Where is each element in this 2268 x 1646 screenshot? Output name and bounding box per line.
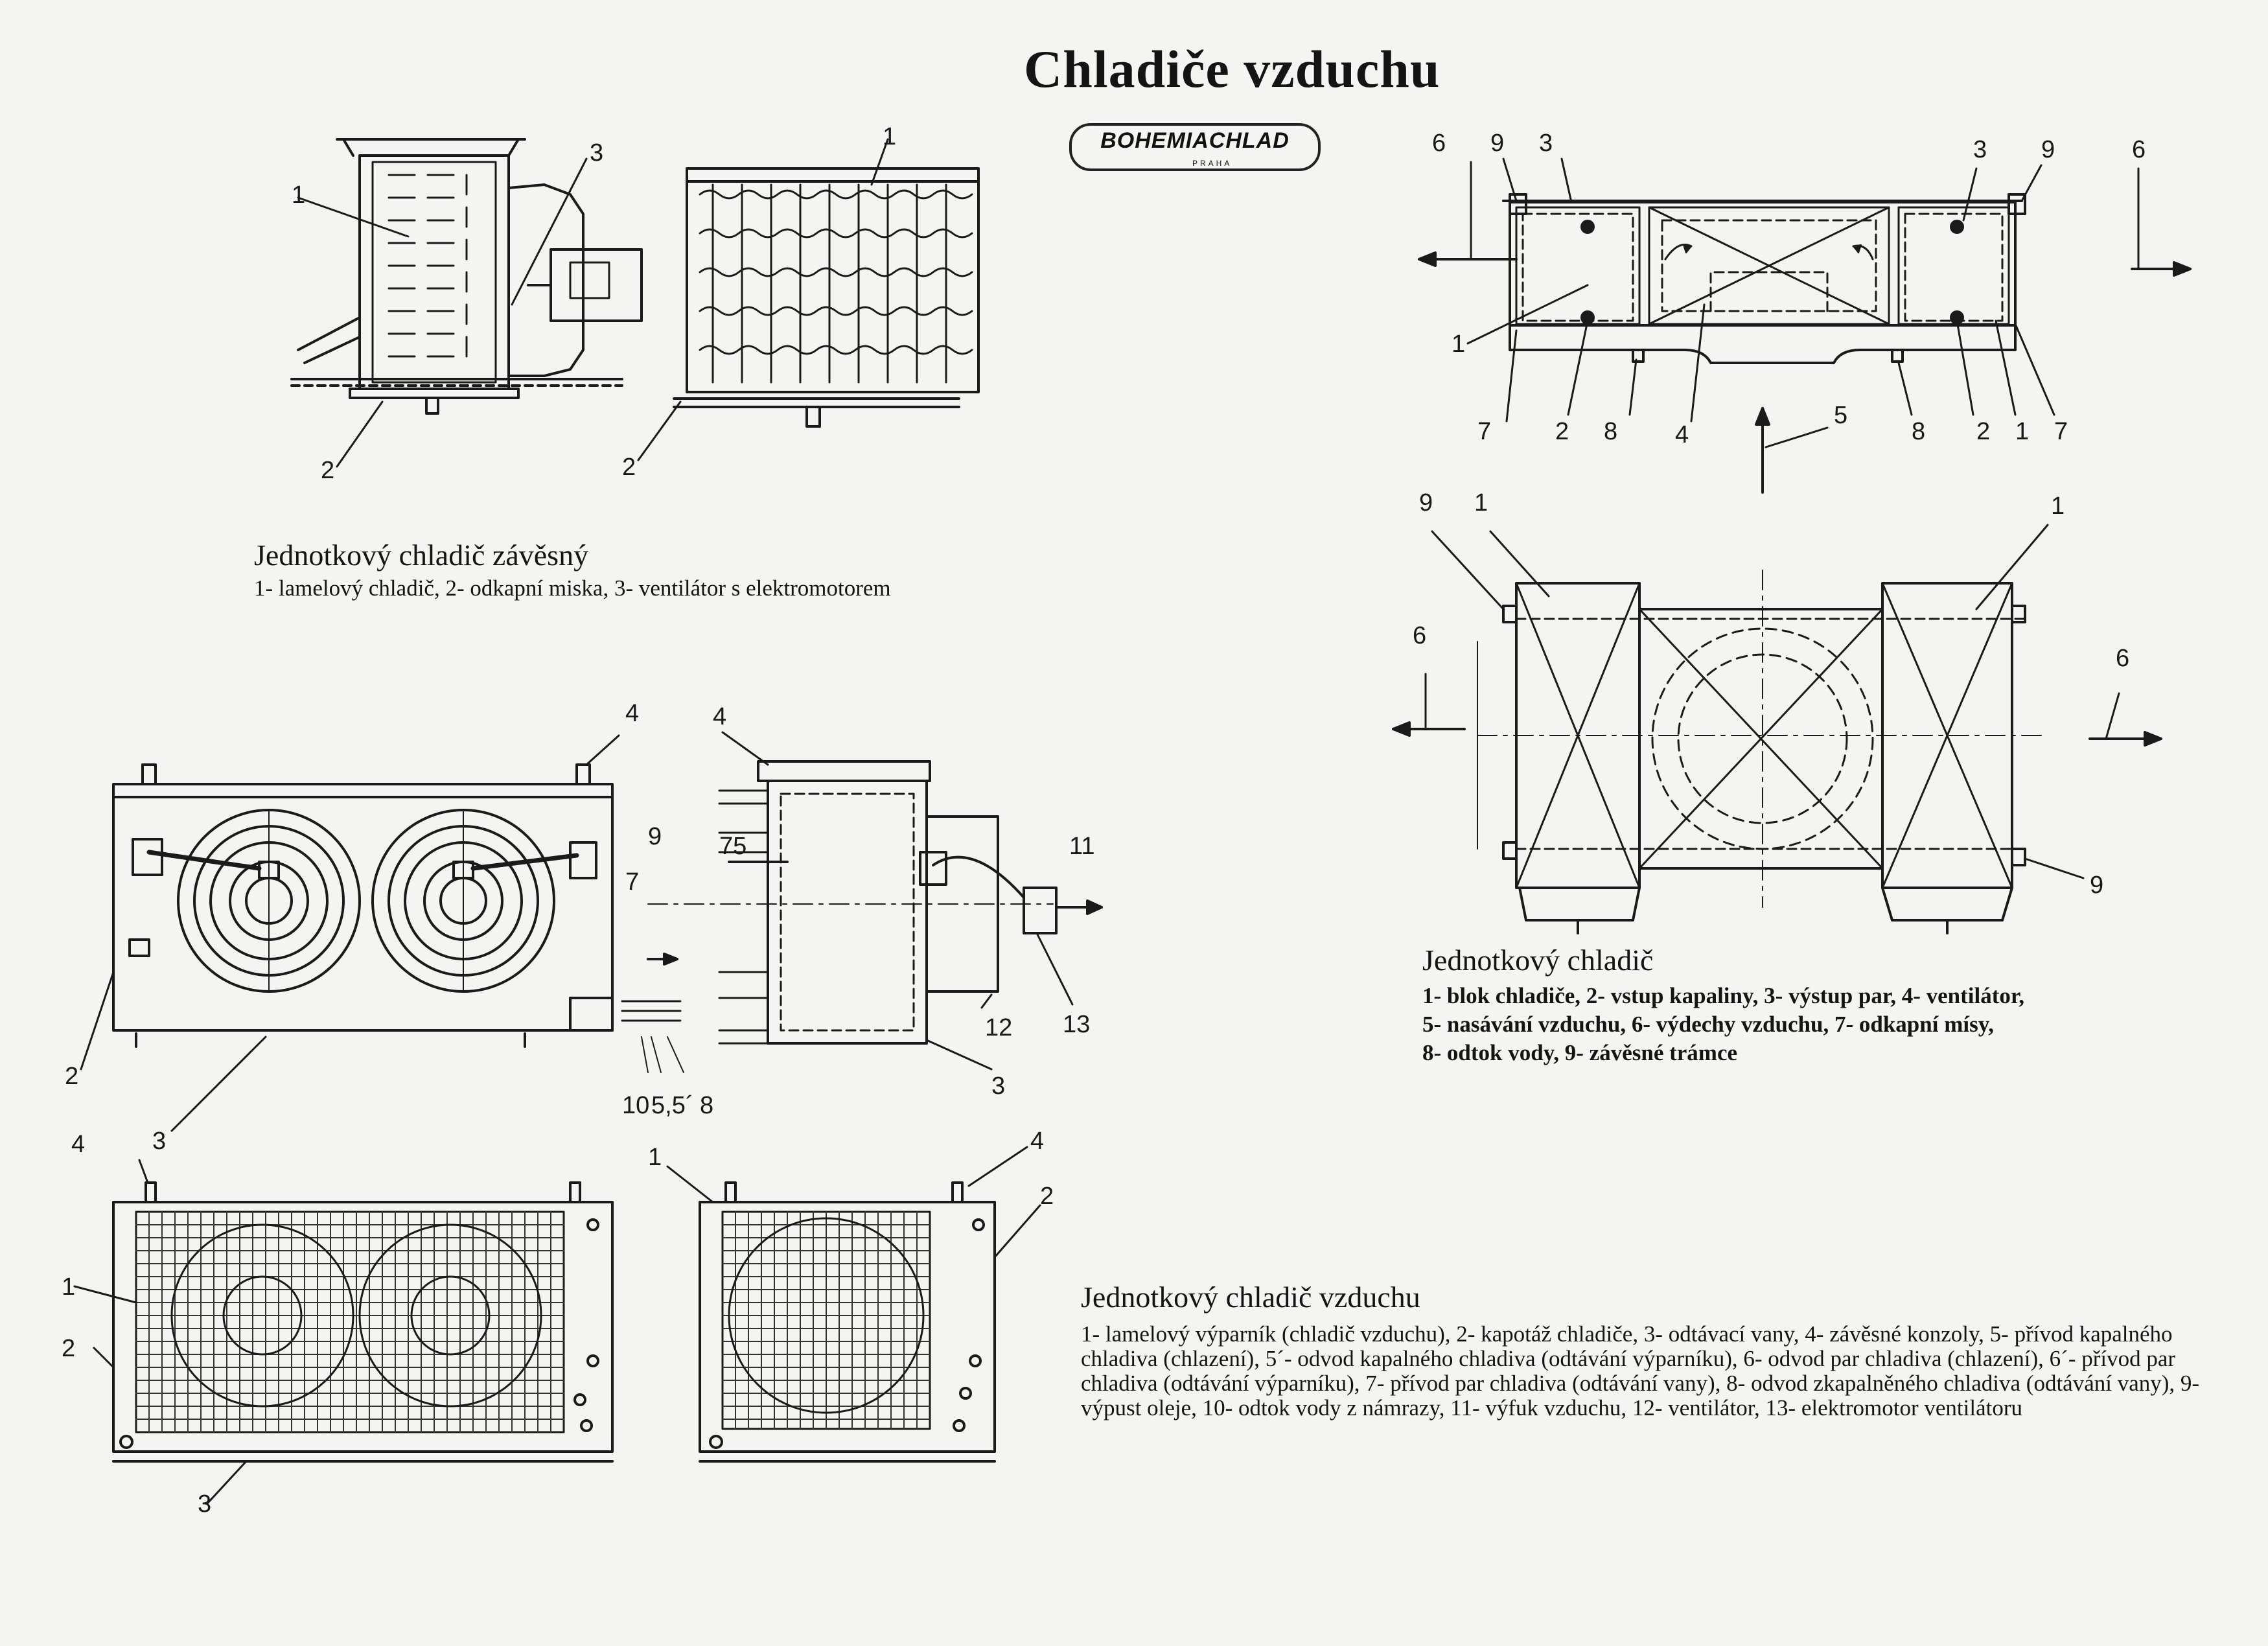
label-11: 11 <box>1069 833 1095 860</box>
label-1: 1 <box>2051 493 2065 520</box>
unit-cooler-section <box>1418 157 2192 494</box>
label-5-5prime: 5,5´ <box>651 1092 694 1119</box>
unit-cooler-heading: Jednotkový chladič <box>1422 944 1654 977</box>
label-6: 6 <box>2116 645 2130 672</box>
hanging-cooler-legend: 1- lamelový chladič, 2- odkapní miska, 3… <box>254 575 891 601</box>
label-7: 7 <box>2054 418 2068 445</box>
label-1: 1 <box>883 123 897 150</box>
label-8: 8 <box>1912 418 1926 445</box>
label-75: 75 <box>719 833 747 860</box>
cooler-grille-front <box>73 1159 614 1505</box>
label-3: 3 <box>991 1072 1006 1100</box>
label-9: 9 <box>1419 489 1433 516</box>
label-13: 13 <box>1063 1011 1091 1038</box>
label-3: 3 <box>198 1490 212 1518</box>
label-1: 1 <box>62 1273 76 1301</box>
label-2: 2 <box>65 1063 79 1090</box>
label-4: 4 <box>71 1131 86 1158</box>
label-8: 8 <box>1604 418 1618 445</box>
label-1: 1 <box>648 1144 662 1171</box>
label-1: 1 <box>2015 418 2030 445</box>
hanging-cooler-side-view <box>290 138 643 468</box>
hanging-cooler-heading: Jednotkový chladič závěsný <box>254 539 589 572</box>
label-6: 6 <box>2132 136 2146 163</box>
page-title: Chladiče vzduchu <box>1024 40 1441 99</box>
bohemiachlad-logo: BOHEMIACHLAD <box>1069 123 1321 171</box>
unit-air-cooler-heading: Jednotkový chladič vzduchu <box>1081 1281 1420 1314</box>
label-7: 7 <box>1477 418 1492 445</box>
label-9: 9 <box>1490 130 1505 157</box>
label-3: 3 <box>590 139 604 167</box>
label-5: 5 <box>1834 402 1848 429</box>
label-6: 6 <box>1432 130 1446 157</box>
label-1: 1 <box>1474 489 1488 516</box>
label-9: 9 <box>2041 136 2055 163</box>
label-3: 3 <box>152 1128 167 1155</box>
label-8: 8 <box>700 1092 714 1119</box>
unit-air-cooler-legend: 1- lamelový výparník (chladič vzduchu), … <box>1081 1321 2200 1420</box>
label-4: 4 <box>1030 1128 1045 1155</box>
label-3: 3 <box>1973 136 1987 163</box>
hanging-cooler-front-view <box>637 138 980 461</box>
label-12: 12 <box>985 1014 1013 1041</box>
label-2: 2 <box>1040 1183 1054 1210</box>
label-2: 2 <box>321 457 335 484</box>
label-6: 6 <box>1413 622 1427 649</box>
label-1: 1 <box>292 181 306 209</box>
cooler-side-view <box>621 731 1103 1073</box>
unit-cooler-plan <box>1392 524 2162 934</box>
label-2: 2 <box>62 1335 76 1362</box>
label-2: 2 <box>1976 418 1991 445</box>
label-4: 4 <box>713 703 727 730</box>
unit-cooler-legend-line-3: 8- odtok vody, 9- závěsné trámce <box>1422 1040 1738 1065</box>
label-7: 7 <box>625 868 640 896</box>
label-10: 10 <box>622 1092 650 1119</box>
label-9: 9 <box>2090 872 2104 899</box>
label-4: 4 <box>1675 421 1689 448</box>
cooler-two-fan-front <box>80 734 620 1132</box>
label-4: 4 <box>625 700 640 727</box>
label-2: 2 <box>1555 418 1569 445</box>
cooler-grille-side <box>666 1146 1041 1463</box>
label-3: 3 <box>1539 130 1553 157</box>
unit-cooler-legend-line-1: 1- blok chladiče, 2- vstup kapaliny, 3- … <box>1422 983 2024 1008</box>
label-2: 2 <box>622 454 636 481</box>
label-1: 1 <box>1452 330 1466 358</box>
label-9: 9 <box>648 823 662 850</box>
unit-cooler-legend-line-2: 5- nasávání vzduchu, 6- výdechy vzduchu,… <box>1422 1012 1995 1037</box>
logo-city: PRAHA <box>1192 159 1232 168</box>
